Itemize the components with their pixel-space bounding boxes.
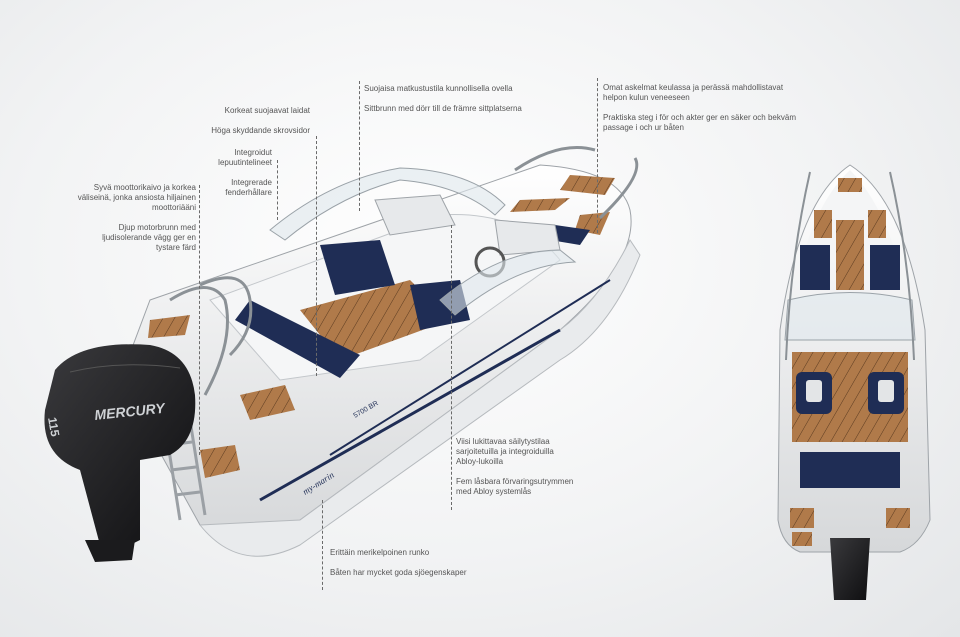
caption-storage: Viisi lukittavaa säilytystilaa sarjoitet… (456, 437, 576, 497)
caption-seaworthy: Erittäin merikelpoinen runko Båten har m… (330, 548, 520, 578)
leader-line-c4 (359, 81, 360, 211)
caption-steps-sv: Praktiska steg i för och akter ger en sä… (603, 113, 796, 132)
caption-steps-fi: Omat askelmat keulassa ja perässä mahdol… (603, 83, 784, 102)
caption-high-sides-fi: Korkeat suojaavat laidat (224, 106, 310, 115)
caption-cabin-door: Suojaisa matkustustila kunnollisella ove… (364, 84, 544, 114)
top-view-boat (777, 164, 931, 600)
engine-brand: MERCURY (94, 400, 167, 423)
leader-line-c2 (316, 136, 317, 376)
caption-fender-holders-fi: Integroidut lepuutintelineet (218, 148, 272, 167)
caption-steps: Omat askelmat keulassa ja perässä mahdol… (603, 83, 798, 133)
main-boat (119, 146, 641, 557)
caption-motor-well: Syvä moottorikaivo ja korkea väliseinä, … (76, 183, 196, 253)
outboard-engine (44, 344, 196, 562)
leader-line-c5 (597, 78, 598, 233)
caption-high-sides-sv: Höga skyddande skrovsidor (211, 126, 310, 135)
caption-fender-holders-sv: Integrerade fenderhållare (225, 178, 272, 197)
leader-line-c7 (322, 500, 323, 590)
caption-storage-fi: Viisi lukittavaa säilytystilaa sarjoitet… (456, 437, 554, 466)
engine-hp: 115 (45, 416, 62, 438)
caption-seaworthy-sv: Båten har mycket goda sjöegenskaper (330, 568, 467, 577)
caption-motor-well-fi: Syvä moottorikaivo ja korkea väliseinä, … (77, 183, 196, 212)
caption-motor-well-sv: Djup motorbrunn med ljudisolerande vägg … (102, 223, 196, 252)
leader-line-c6 (451, 225, 452, 510)
caption-fender-holders: Integroidut lepuutintelineet Integrerade… (200, 148, 272, 198)
caption-seaworthy-fi: Erittäin merikelpoinen runko (330, 548, 430, 557)
leader-line-c1 (199, 185, 200, 455)
caption-storage-sv: Fem låsbara förvaringsutrymmen med Abloy… (456, 477, 574, 496)
caption-cabin-door-fi: Suojaisa matkustustila kunnollisella ove… (364, 84, 513, 93)
caption-cabin-door-sv: Sittbrunn med dörr till de främre sittpl… (364, 104, 522, 113)
leader-line-c3 (277, 160, 278, 220)
caption-high-sides: Korkeat suojaavat laidat Höga skyddande … (190, 106, 310, 136)
